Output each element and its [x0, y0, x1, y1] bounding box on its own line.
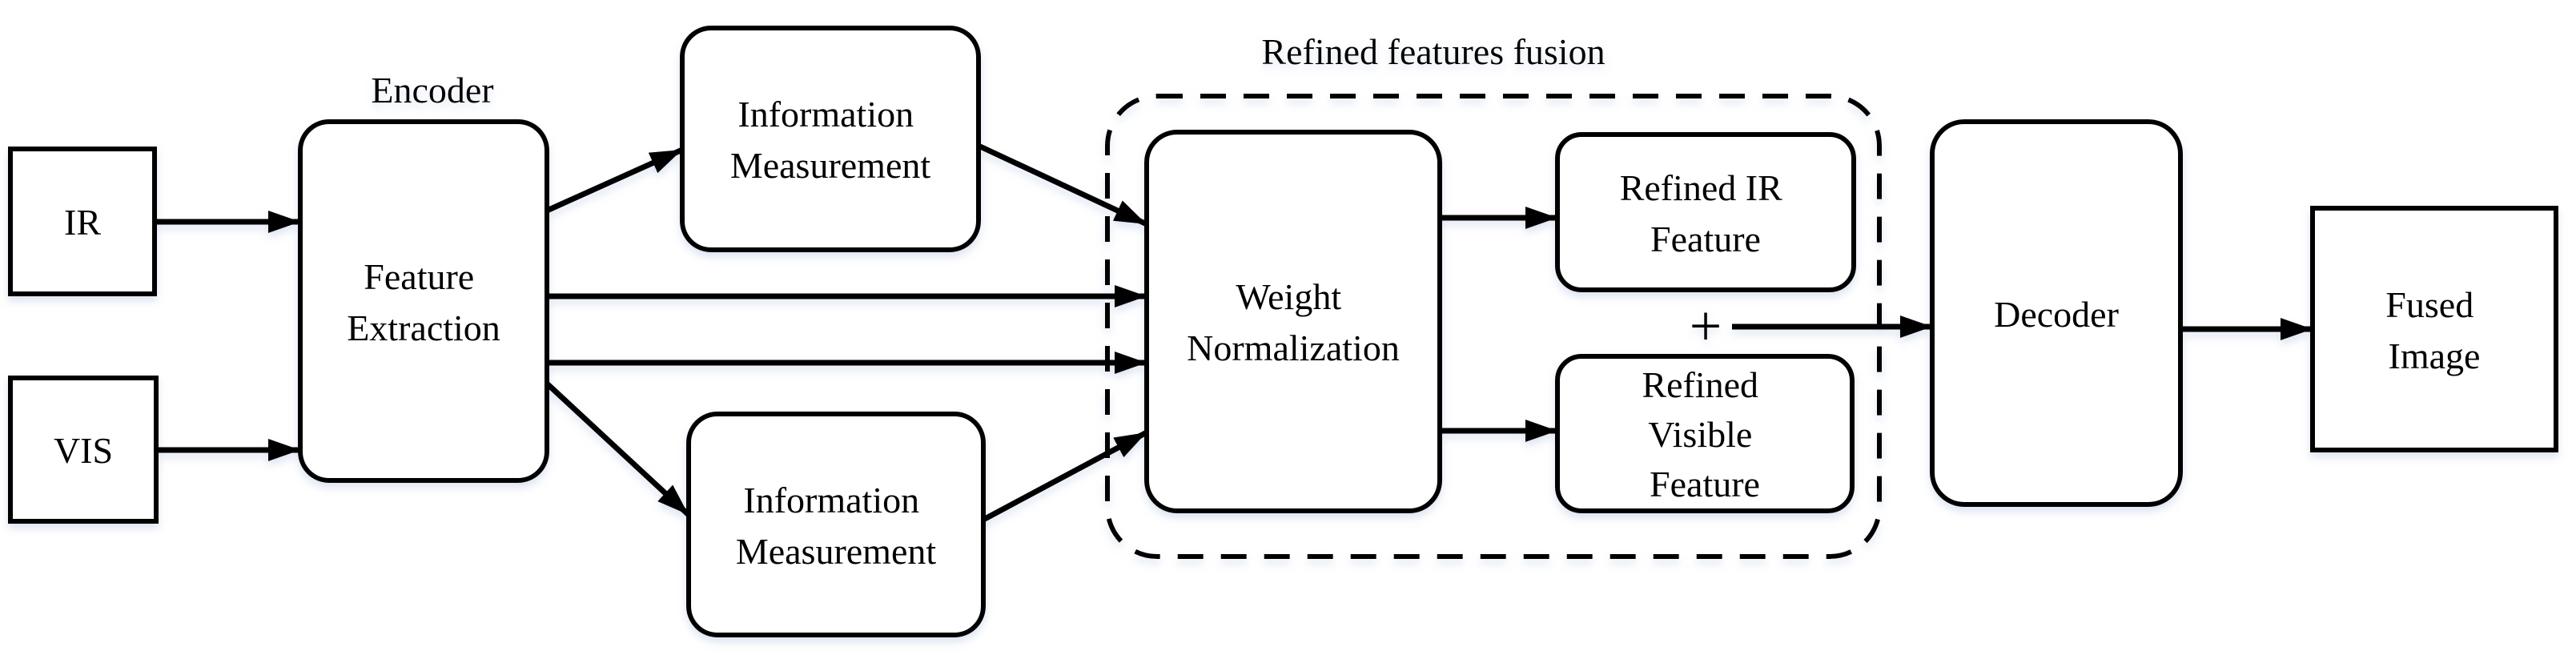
decoder-label: Decoder	[1994, 294, 2119, 335]
node-refined-visible-feature: Refined Visible Feature	[1555, 354, 1855, 513]
node-weight-normalization: Weight Normalization	[1144, 130, 1442, 513]
ir-label: IR	[64, 202, 101, 243]
weight-normalization-box	[1144, 130, 1442, 513]
node-ir: IR	[8, 147, 157, 296]
node-fused-image: Fused Image	[2310, 206, 2558, 452]
feature-extraction-box	[298, 119, 549, 483]
encoder-section-title: Encoder	[371, 70, 493, 111]
refined-ir-feature-label: Refined IR Feature	[1620, 167, 1792, 259]
refined-ir-feature-box	[1555, 132, 1856, 292]
information-measurement-bottom-box	[686, 412, 986, 637]
fused-image-box	[2310, 206, 2558, 452]
node-decoder: Decoder	[1930, 119, 2183, 507]
arrow-information-measurement-bottom-to-weight-normalization	[982, 429, 1148, 523]
sum-plus-operator: +	[1690, 294, 1722, 358]
fused-image-label: Fused Image	[2385, 284, 2482, 376]
information-measurement-bottom-label: Information Measurement	[736, 480, 937, 572]
vis-label: VIS	[54, 430, 113, 471]
vis-box	[8, 376, 159, 524]
node-information-measurement-top: Information Measurement	[680, 26, 981, 252]
weight-normalization-label: Weight Normalization	[1187, 276, 1400, 368]
feature-extraction-label: Feature Extraction	[347, 256, 500, 348]
arrow-information-measurement-top-to-weight-normalization	[977, 143, 1148, 227]
node-refined-ir-feature: Refined IR Feature	[1555, 132, 1856, 292]
arrow-feature-extraction-to-information-measurement-bottom	[545, 381, 691, 517]
node-information-measurement-bottom: Information Measurement	[686, 412, 986, 637]
information-measurement-top-label: Information Measurement	[730, 94, 931, 186]
arrow-feature-extraction-to-information-measurement-top	[545, 147, 684, 214]
refined-visible-feature-label: Refined Visible Feature	[1642, 364, 1767, 504]
node-feature-extraction: Feature Extraction	[298, 119, 549, 483]
refined-features-fusion-title: Refined features fusion	[1261, 31, 1605, 72]
node-vis: VIS	[8, 376, 159, 524]
decoder-box	[1930, 119, 2183, 507]
information-measurement-top-box	[680, 26, 981, 252]
